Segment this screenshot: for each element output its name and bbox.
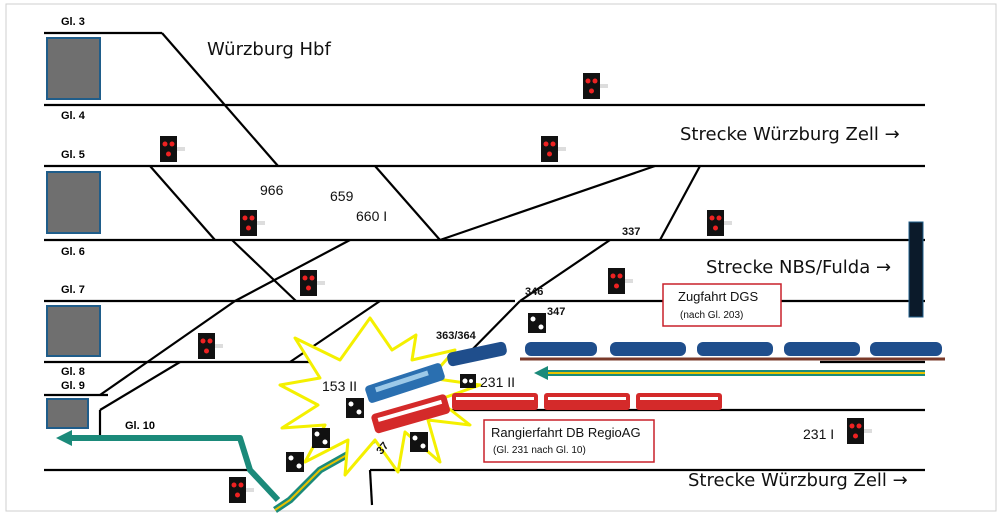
track-label-gl6: Gl. 6 xyxy=(61,246,85,258)
signal-icon xyxy=(229,477,254,503)
signal-icon xyxy=(608,268,633,294)
track-label-gl7: Gl. 7 xyxy=(61,284,85,296)
tracks xyxy=(44,31,925,506)
signal-icon xyxy=(847,418,872,444)
freight-train xyxy=(447,341,945,367)
dgs-box-line2: (nach Gl. 203) xyxy=(680,310,743,321)
switch-label-337: 337 xyxy=(622,226,640,238)
signal-icon xyxy=(541,136,566,162)
switch-label-346: 346 xyxy=(525,286,543,298)
switch-label-231i: 231 I xyxy=(803,426,834,442)
shunt-signal-icon xyxy=(312,428,330,448)
shunt-signal-icon xyxy=(460,374,476,388)
switch-label-659: 659 xyxy=(330,188,354,204)
track-label-gl4: Gl. 4 xyxy=(61,110,86,122)
regio-box xyxy=(483,419,655,463)
signal-icon xyxy=(583,73,608,99)
track-label-gl3: Gl. 3 xyxy=(61,16,85,28)
track-label-gl5: Gl. 5 xyxy=(61,149,85,161)
track-label-gl8: Gl. 8 xyxy=(61,366,85,378)
platform-4 xyxy=(46,398,89,429)
locomotive xyxy=(365,363,445,403)
platform-2 xyxy=(46,171,101,234)
signal-icon xyxy=(198,333,223,359)
shunt-signal-icon xyxy=(346,398,364,418)
shunt-signal-icon xyxy=(286,452,304,472)
route-label-zell-top: Strecke Würzburg Zell → xyxy=(680,124,900,145)
track-label-gl10: Gl. 10 xyxy=(125,420,155,432)
dgs-box xyxy=(662,283,782,327)
platform-1 xyxy=(46,37,101,100)
route-label-nbs-fulda: Strecke NBS/Fulda → xyxy=(706,257,891,278)
route-path-dgs xyxy=(534,366,925,380)
frame xyxy=(5,3,997,512)
signals xyxy=(160,73,872,503)
switch-label-347: 347 xyxy=(547,306,565,318)
shunt-signal-icon xyxy=(410,432,428,452)
regio-box-line2: (Gl. 231 nach Gl. 10) xyxy=(493,445,586,456)
switch-label-231ii: 231 II xyxy=(480,374,515,390)
buffer-stop xyxy=(908,221,924,318)
shunt-signal-icon xyxy=(528,313,546,333)
signal-icon xyxy=(160,136,185,162)
switch-label-153: 153 II xyxy=(322,378,357,394)
track-label-gl9: Gl. 9 xyxy=(61,380,85,392)
regio-box-line1: Rangierfahrt DB RegioAG xyxy=(491,425,641,440)
platform-3 xyxy=(46,305,101,357)
switch-label-363: 363/364 xyxy=(436,330,477,342)
station-title: Würzburg Hbf xyxy=(207,39,331,60)
switch-label-966: 966 xyxy=(260,182,284,198)
route-label-zell-bottom: Strecke Würzburg Zell → xyxy=(688,470,908,491)
regio-train xyxy=(371,393,722,434)
signal-icon xyxy=(240,210,265,236)
signal-icon xyxy=(707,210,732,236)
switch-label-660: 660 I xyxy=(356,208,387,224)
dgs-box-line1: Zugfahrt DGS xyxy=(678,289,759,304)
signal-icon xyxy=(300,270,325,296)
